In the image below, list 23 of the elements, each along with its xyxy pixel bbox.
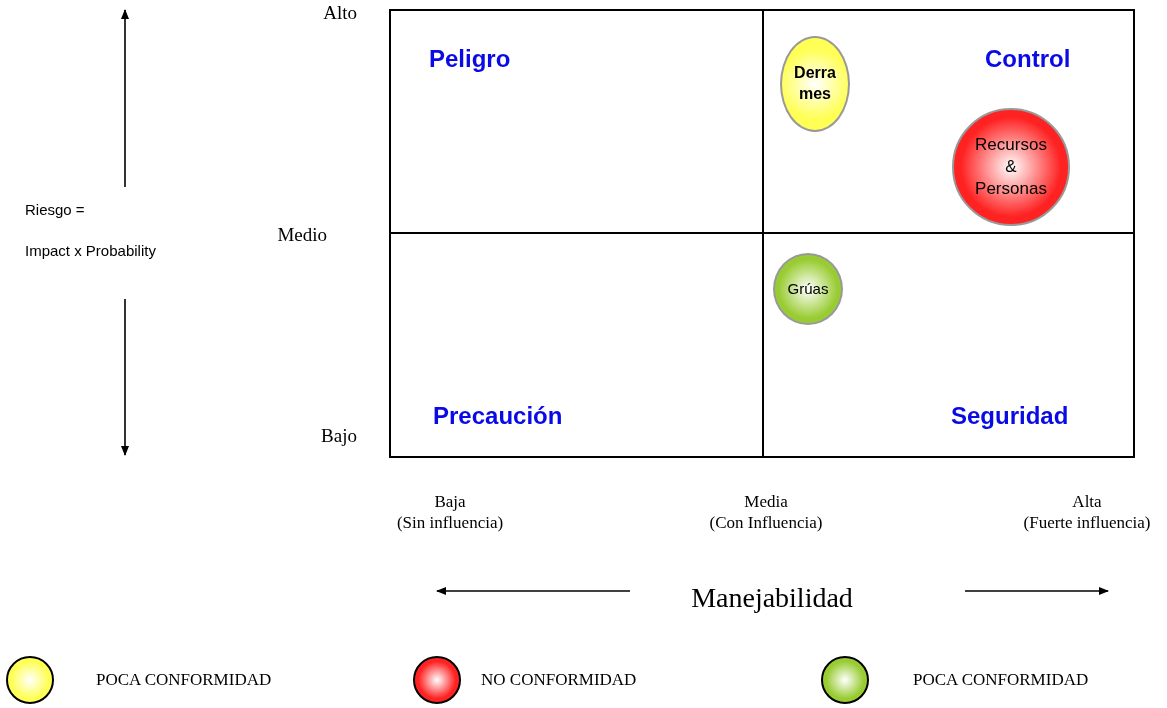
legend-label: POCA CONFORMIDAD (913, 670, 1089, 690)
quadrant-title: Precaución (433, 402, 563, 430)
ellipse-label: Derra mes (793, 63, 837, 104)
ellipse-label: Recursos & Personas (974, 133, 1048, 201)
quadrant-box (762, 9, 1135, 234)
axis-level-label: Bajo (321, 425, 357, 447)
ellipse-label: Grúas (786, 279, 830, 299)
legend-label: NO CONFORMIDAD (481, 670, 637, 690)
quadrant-box (389, 232, 764, 458)
axis-level-label: Alto (323, 2, 357, 24)
quadrant-title: Peligro (429, 45, 511, 73)
axis-category-label: Baja (Sin influencia) (395, 491, 505, 534)
formula-text: Riesgo = (25, 201, 85, 218)
quadrant-box (762, 232, 1135, 458)
axis-title: Manejabilidad (690, 581, 854, 615)
axis-category-label: Media (Con Influencia) (708, 491, 824, 534)
formula-text: Impact x Probability (25, 242, 156, 259)
quadrant-title: Control (985, 45, 1071, 73)
legend-label: POCA CONFORMIDAD (96, 670, 272, 690)
quadrant-box (389, 9, 764, 234)
axis-level-label: Medio (277, 224, 327, 246)
quadrant-title: Seguridad (951, 402, 1069, 430)
axis-category-label: Alta (Fuerte influencia) (1022, 491, 1152, 534)
